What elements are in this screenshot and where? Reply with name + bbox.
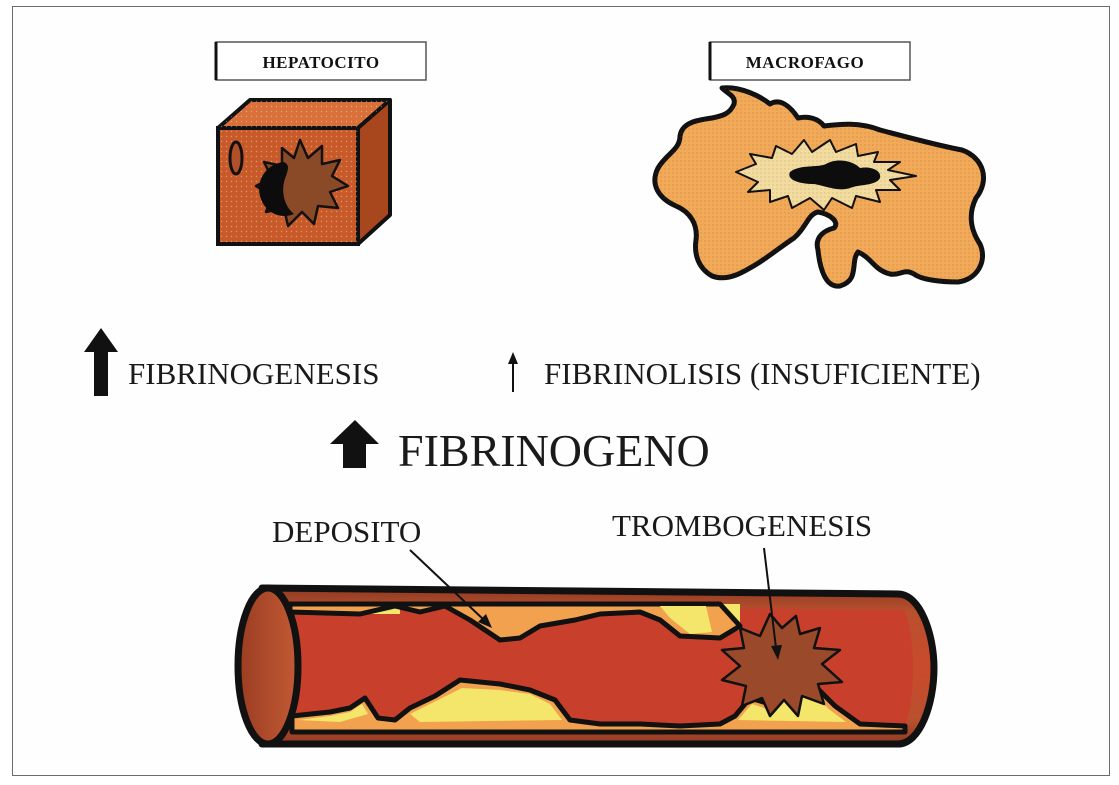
hepatocyte-cell <box>218 100 390 244</box>
macrophage-cell <box>655 88 984 286</box>
up-arrow-icon <box>330 420 379 468</box>
fibrinolysis-group: FIBRINOLISIS (INSUFICIENTE) <box>508 352 981 392</box>
hepatocyte-label: HEPATOCITO <box>262 53 379 72</box>
thin-up-arrow-icon <box>508 352 518 364</box>
deposit-label: DEPOSITO <box>272 514 421 549</box>
vessel-opening <box>238 588 298 744</box>
macrophage-label: MACROFAGO <box>746 53 864 72</box>
fibrinogenesis-text: FIBRINOGENESIS <box>128 356 379 391</box>
fibrinogen-group: FIBRINOGENO <box>330 420 710 476</box>
blood-vessel <box>238 588 934 744</box>
fibrinolysis-text: FIBRINOLISIS (INSUFICIENTE) <box>544 356 981 391</box>
fibrinogenesis-group: FIBRINOGENESIS <box>84 328 379 396</box>
macrophage-label-box: MACROFAGO <box>710 42 910 80</box>
up-arrow-icon <box>84 328 118 396</box>
vesicle <box>230 142 242 174</box>
fibrinogen-text: FIBRINOGENO <box>398 425 710 476</box>
hepatocyte-label-box: HEPATOCITO <box>216 42 426 80</box>
thrombogenesis-label: TROMBOGENESIS <box>612 508 872 543</box>
